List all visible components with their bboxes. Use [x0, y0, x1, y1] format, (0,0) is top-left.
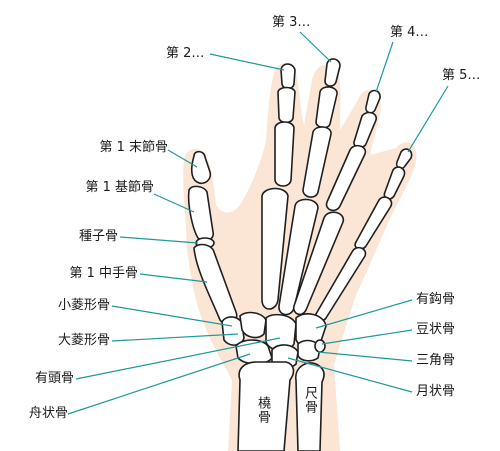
little-proximal-phalanx	[354, 196, 393, 250]
label-finger2: 第 2…	[166, 46, 205, 61]
leader-finger4	[375, 41, 394, 93]
leader-trapezium	[111, 333, 239, 342]
label-capitate: 有頭骨	[34, 371, 74, 386]
leader-lunate	[287, 357, 413, 393]
little-middle-phalanx	[383, 166, 406, 200]
leader-triquetrum	[317, 351, 413, 362]
ulna-bone	[295, 362, 325, 451]
label-pisiform: 豆状骨	[416, 322, 456, 337]
ring-metacarpal	[292, 211, 345, 316]
little-distal-phalanx	[395, 148, 413, 170]
label-scaphoid: 舟状骨	[28, 406, 68, 421]
leader-sesamoid	[119, 236, 199, 244]
label-distal1: 第 1 末節骨	[99, 140, 168, 155]
label-trapezoid: 小菱形骨	[57, 298, 110, 313]
label-lunate: 月状骨	[416, 384, 456, 399]
label-triquetrum: 三角骨	[416, 353, 456, 368]
label-finger5: 第 5…	[442, 68, 481, 83]
leader-pisiform	[321, 329, 413, 345]
pisiform-bone	[314, 339, 326, 353]
trapezium-bone	[221, 316, 245, 346]
label-trapezium: 大菱形骨	[57, 333, 110, 348]
leader-hamate	[315, 299, 413, 329]
leader-lines	[67, 31, 449, 415]
label-finger3: 第 3…	[272, 15, 311, 30]
index-middle-phalanx	[277, 86, 296, 124]
label-proximal1: 第 1 基節骨	[85, 180, 154, 195]
label-metacarpal1: 第 1 中手骨	[69, 266, 138, 281]
label-radius: 橈骨	[255, 396, 270, 424]
index-distal-phalanx	[280, 63, 296, 90]
leader-metacarpal1	[139, 273, 208, 283]
index-metacarpal	[261, 187, 289, 310]
leader-finger2	[209, 53, 285, 71]
ring-distal-phalanx	[365, 89, 381, 114]
leader-distal1	[167, 149, 198, 168]
label-finger4: 第 4…	[390, 25, 429, 40]
leader-trapezoid	[111, 305, 233, 327]
leader-capitate	[75, 337, 281, 380]
label-hamate: 有鈎骨	[416, 292, 456, 307]
middle-middle-phalanx	[315, 86, 338, 129]
index-proximal-phalanx	[274, 121, 295, 187]
leader-proximal1	[153, 193, 195, 213]
leader-finger3	[299, 31, 332, 63]
label-sesamoid: 種子骨	[78, 229, 118, 244]
middle-distal-phalanx	[324, 58, 341, 87]
trapezoid-bone	[239, 311, 267, 339]
leader-finger5	[407, 85, 449, 153]
label-ulna: 尺骨	[302, 386, 317, 414]
thumb-distal-phalanx	[190, 150, 212, 185]
radius-bone	[237, 361, 295, 451]
leader-scaphoid	[67, 353, 251, 415]
capitate-bone	[265, 313, 297, 352]
ring-proximal-phalanx	[325, 144, 367, 212]
ring-middle-phalanx	[353, 111, 377, 149]
middle-proximal-phalanx	[302, 126, 332, 198]
